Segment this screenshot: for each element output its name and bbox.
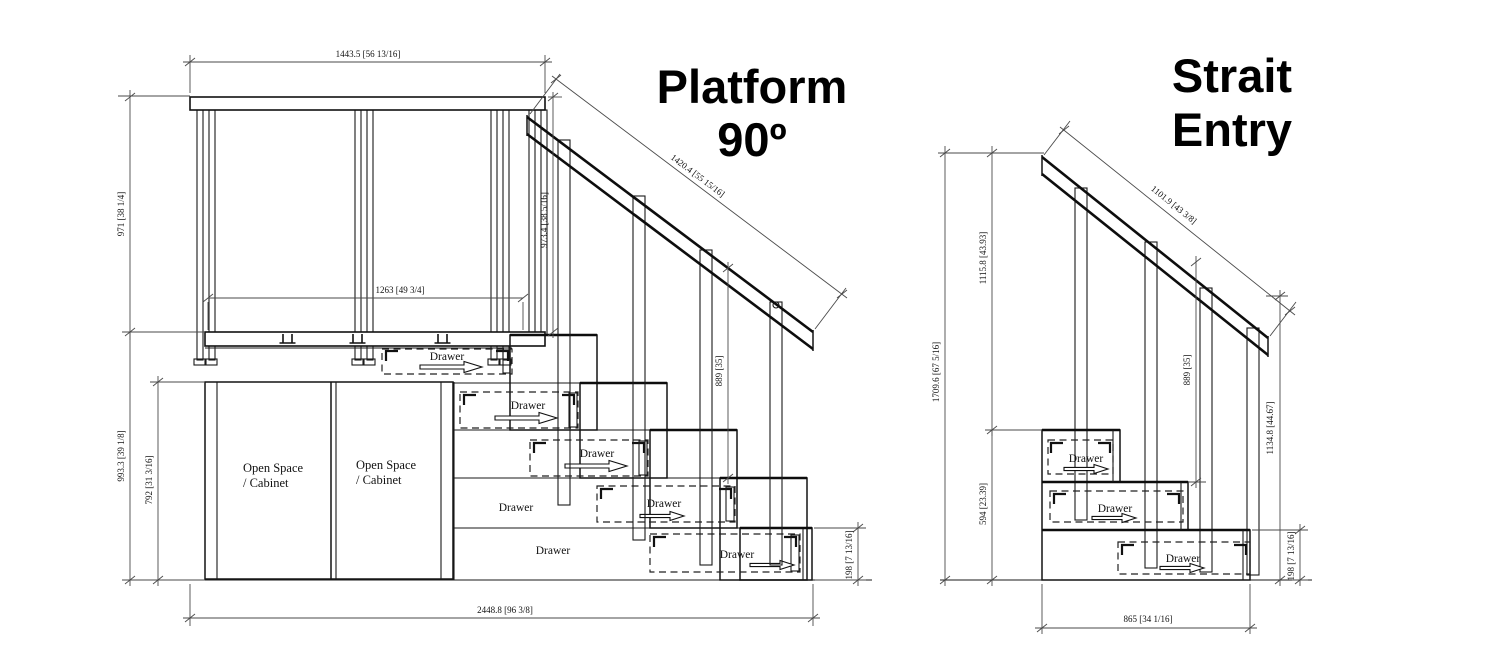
drawer-front-label: Drawer	[536, 545, 571, 557]
drawer-label: Drawer	[720, 549, 755, 561]
dim-lower-height: 594 [23.39]	[978, 483, 988, 525]
drawer-label: Drawer	[647, 498, 682, 510]
dim-total-height: 1709.6 [67 5/16]	[931, 342, 941, 402]
drawer-1: Drawer	[381, 348, 513, 375]
dim-total-width: 865 [34 1/16]	[1124, 614, 1173, 624]
dim-right-height: 1134.8 [44.67]	[1265, 402, 1275, 455]
drawer-arrow-icon	[564, 459, 628, 473]
dim-left-upper-height: 971 [38 1/4]	[116, 192, 126, 237]
drawer-3: Drawer	[1117, 541, 1251, 575]
drawer-2: Drawer	[1049, 490, 1184, 524]
dim-left-lower-height: 993.3 [39 1/8]	[116, 430, 126, 481]
drawer-arrow-icon	[1063, 463, 1109, 475]
right-title-line1: Strait	[1172, 49, 1292, 102]
right-title-line2: Entry	[1172, 103, 1292, 156]
cabinet-label: / Cabinet	[243, 476, 289, 490]
dim-bottom-step-height: 198 [7 13/16]	[844, 531, 854, 580]
drawer-label: Drawer	[1069, 453, 1104, 465]
drawer-label: Drawer	[430, 351, 465, 363]
drawer-label: Drawer	[580, 448, 615, 460]
drawers: Drawer Drawer Drawer	[1047, 439, 1251, 575]
dim-post-height: 973.4 [38 5/16]	[539, 192, 549, 248]
platform-top-beam	[189, 96, 546, 111]
drawer-4: Drawer	[596, 485, 736, 523]
right-dimensions: 1709.6 [67 5/16] 1115.8 [43.93] 594 [23.…	[931, 120, 1308, 634]
cabinet-label: Open Space	[243, 461, 303, 475]
drawer-arrow-icon	[494, 411, 558, 425]
right-drawing: Drawer Drawer Drawer	[931, 49, 1312, 634]
dim-platform-width: 1443.5 [56 13/16]	[336, 49, 401, 59]
drawer-label: Drawer	[1166, 553, 1201, 565]
platform-legs	[193, 109, 548, 366]
left-drawing: Open Space / Cabinet Open Space / Cabine…	[116, 49, 872, 626]
dim-inner-width: 1263 [49 3/4]	[376, 285, 425, 295]
dim-rail-to-step: 889 [35]	[714, 356, 724, 387]
drawers: Drawer Drawer Drawer Drawe	[381, 348, 801, 573]
dim-upper-height: 1115.8 [43.93]	[978, 232, 988, 285]
cabinet: Open Space / Cabinet Open Space / Cabine…	[204, 381, 454, 580]
platform-mid-beam	[204, 331, 546, 347]
handrail	[1041, 155, 1269, 357]
dim-cabinet-height: 792 [31 3/16]	[144, 456, 154, 505]
drawer-label: Drawer	[511, 400, 546, 412]
staircase-steps	[453, 333, 813, 581]
dim-rail-to-step: 889 [35]	[1182, 355, 1192, 386]
drawer-arrow-icon	[419, 360, 483, 374]
drawer-arrow-icon	[639, 510, 685, 522]
drawer-2: Drawer	[459, 391, 579, 429]
dim-bottom-step-height: 198 [7 13/16]	[1286, 532, 1296, 581]
left-title-line1: Platform	[657, 60, 848, 113]
left-title-line2: 90º	[717, 113, 786, 166]
drawer-5: Drawer	[649, 533, 801, 573]
cabinet-label: Open Space	[356, 458, 416, 472]
drawer-1: Drawer	[1047, 439, 1114, 475]
cabinet-label: / Cabinet	[356, 473, 402, 487]
drawer-front-label: Drawer	[499, 502, 534, 514]
drawer-label: Drawer	[1098, 503, 1133, 515]
dim-total-width: 2448.8 [96 3/8]	[477, 605, 533, 615]
drawer-3: Drawer	[529, 439, 649, 477]
handrail	[526, 115, 814, 351]
